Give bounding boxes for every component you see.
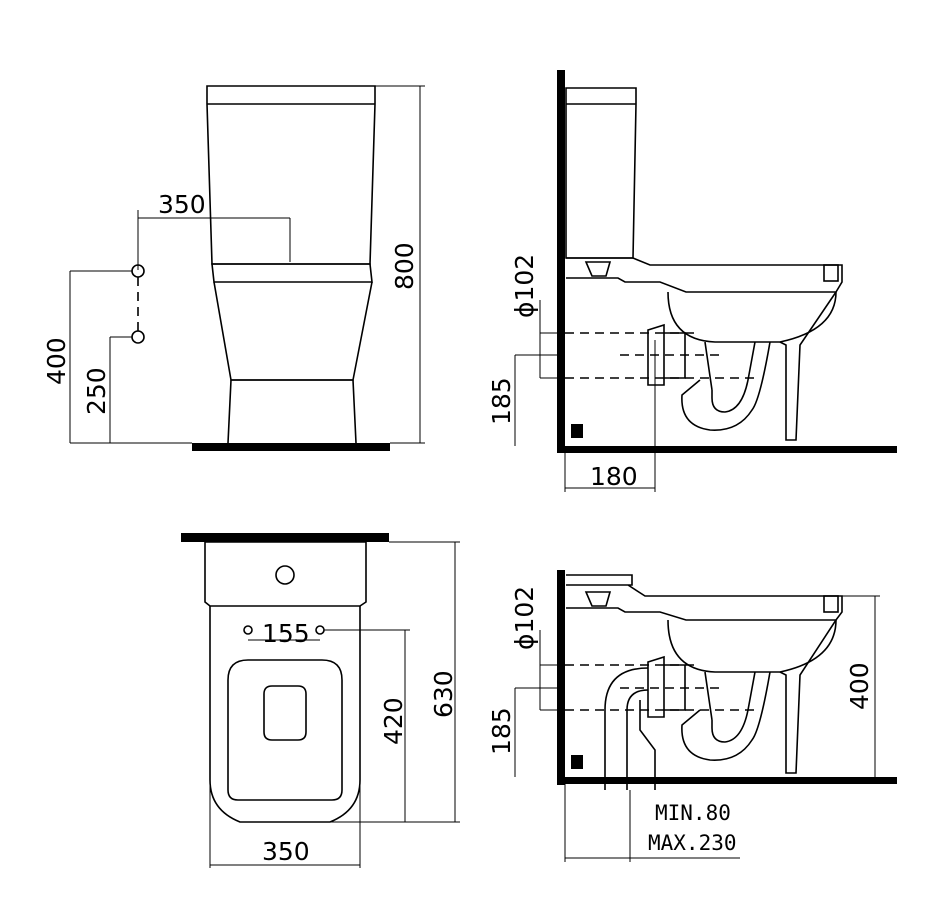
plan-wall-bar bbox=[181, 533, 389, 542]
side-bottom-height-400-label: 400 bbox=[845, 662, 874, 710]
front-height-400-label: 400 bbox=[42, 337, 71, 385]
side-bottom-wall bbox=[557, 570, 565, 785]
plan-seat bbox=[209, 606, 361, 823]
side-bottom-floor bbox=[557, 777, 897, 784]
side-view-bottom: ϕ102 185 400 MIN.80 MAX.230 bbox=[487, 570, 897, 862]
front-width-350-label: 350 bbox=[158, 190, 206, 219]
side-top-wall-bracket bbox=[571, 424, 583, 438]
side-bottom-wall-bracket bbox=[571, 755, 583, 769]
plan-hole-spacing-label: 155 bbox=[262, 619, 310, 648]
side-bottom-outlet bbox=[647, 655, 686, 718]
plan-width-350-label: 350 bbox=[262, 837, 310, 866]
side-bottom-bowl bbox=[667, 619, 837, 673]
front-pedestal bbox=[227, 379, 357, 444]
side-top-cistern bbox=[565, 87, 637, 259]
front-view: 350 400 250 800 bbox=[42, 85, 425, 451]
side-top-trap bbox=[681, 341, 771, 431]
side-top-depth-180-label: 180 bbox=[590, 462, 638, 491]
side-top-diameter-label: ϕ102 bbox=[510, 254, 539, 318]
plan-cistern bbox=[204, 541, 367, 607]
side-bottom-trap bbox=[681, 671, 771, 761]
front-height-250-label: 250 bbox=[82, 367, 111, 415]
side-top-bowl bbox=[667, 291, 837, 343]
front-bowl bbox=[213, 281, 373, 381]
side-bottom-cistern-base bbox=[566, 574, 843, 621]
side-top-wall bbox=[557, 70, 565, 452]
front-cistern bbox=[206, 85, 376, 265]
plan-length-420-label: 420 bbox=[379, 697, 408, 745]
front-floor-bar bbox=[192, 443, 390, 451]
side-bottom-diameter-label: ϕ102 bbox=[510, 586, 539, 650]
plan-lid-recess bbox=[263, 685, 307, 741]
front-height-800-label: 800 bbox=[390, 242, 419, 290]
front-lower-connector bbox=[131, 330, 145, 344]
front-seat-band bbox=[211, 263, 373, 283]
side-bottom-height-185-label: 185 bbox=[487, 707, 516, 755]
plan-lid bbox=[227, 659, 343, 801]
plan-flush-button bbox=[275, 565, 295, 585]
plan-length-630-label: 630 bbox=[429, 670, 458, 718]
side-top-floor bbox=[557, 446, 897, 453]
side-bottom-max-label: MAX.230 bbox=[648, 831, 737, 855]
side-bottom-min-label: MIN.80 bbox=[655, 801, 731, 825]
side-top-height-185-label: 185 bbox=[487, 377, 516, 425]
plan-view: 155 420 630 350 bbox=[181, 533, 460, 868]
side-view-top: ϕ102 185 180 bbox=[487, 70, 897, 492]
side-top-rim bbox=[566, 257, 843, 293]
